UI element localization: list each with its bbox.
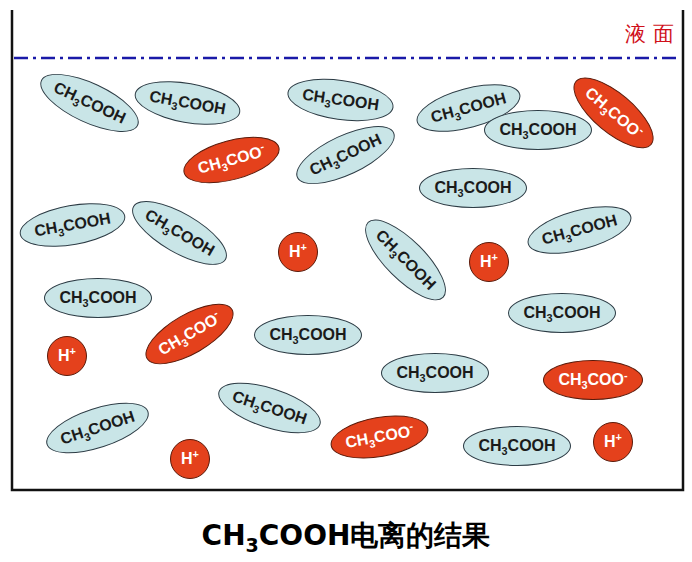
molecule-ellipse: CH3COOH	[523, 197, 637, 263]
ion-ellipse: H+	[593, 422, 633, 462]
surface-label: 液 面	[625, 20, 674, 48]
ion-ellipse: CH3COO-	[563, 66, 665, 160]
species-formula: CH3COOH	[541, 212, 620, 247]
molecule-ellipse: CH3COOH	[41, 392, 155, 463]
species-formula: CH3COOH	[396, 365, 473, 381]
species-formula: CH3COOH	[231, 388, 309, 427]
species-formula: CH3COO-	[558, 372, 627, 388]
species-formula: H+	[181, 451, 199, 467]
species-formula: CH3COOH	[59, 408, 137, 447]
species-formula: CH3COOH	[34, 210, 113, 239]
species-formula: CH3COOH	[143, 207, 218, 259]
molecule-ellipse: CH3COOH	[132, 74, 244, 132]
species-formula: CH3COOH	[478, 438, 555, 454]
molecule-ellipse: CH3COOH	[17, 196, 129, 254]
species-formula: CH3COOH	[269, 327, 346, 343]
species-formula: CH3COOH	[149, 88, 228, 117]
species-formula: CH3COOH	[373, 227, 439, 293]
molecule-ellipse: CH3COOH	[381, 353, 488, 393]
species-formula: CH3COO-	[345, 423, 416, 451]
molecule-ellipse: CH3COOH	[508, 293, 615, 333]
molecule-ellipse: CH3COOH	[44, 278, 151, 318]
species-formula: H+	[58, 348, 76, 364]
molecule-ellipse: CH3COOH	[254, 315, 361, 355]
beaker-outline	[12, 10, 683, 490]
molecule-ellipse: CH3COOH	[285, 73, 397, 128]
ion-ellipse: CH3COO-	[543, 360, 642, 400]
ion-ellipse: CH3COO-	[328, 409, 433, 466]
ion-ellipse: H+	[47, 336, 87, 376]
ion-ellipse: CH3COO-	[179, 128, 285, 192]
species-formula: CH3COOH	[308, 131, 385, 178]
molecule-ellipse: CH3COOH	[484, 110, 591, 150]
molecule-ellipse: CH3COOH	[213, 372, 327, 443]
species-formula: CH3COOH	[52, 79, 129, 126]
molecule-ellipse: CH3COOH	[124, 189, 237, 277]
species-formula: CH3COO-	[196, 143, 267, 176]
species-formula: H+	[604, 434, 622, 450]
ion-ellipse: H+	[170, 439, 210, 479]
species-formula: H+	[480, 254, 498, 270]
liquid-surface	[14, 57, 681, 60]
molecule-ellipse: CH3COOH	[354, 208, 458, 312]
species-formula: CH3COO-	[156, 310, 224, 358]
species-formula: CH3COO-	[582, 85, 645, 142]
ion-ellipse: H+	[469, 242, 509, 282]
species-formula: CH3COOH	[302, 87, 381, 114]
species-formula: CH3COOH	[59, 290, 136, 306]
molecule-ellipse: CH3COOH	[289, 114, 403, 196]
ion-ellipse: H+	[278, 232, 318, 272]
species-formula: H+	[289, 244, 307, 260]
molecule-ellipse: CH3COOH	[33, 62, 147, 144]
molecule-ellipse: CH3COOH	[419, 168, 526, 208]
species-formula: CH3COOH	[434, 180, 511, 196]
species-formula: CH3COOH	[499, 122, 576, 138]
species-formula: CH3COOH	[523, 305, 600, 321]
ion-ellipse: CH3COO-	[137, 292, 243, 376]
caption: CH3COOH电离的结果	[202, 517, 491, 555]
molecule-ellipse: CH3COOH	[463, 426, 570, 466]
